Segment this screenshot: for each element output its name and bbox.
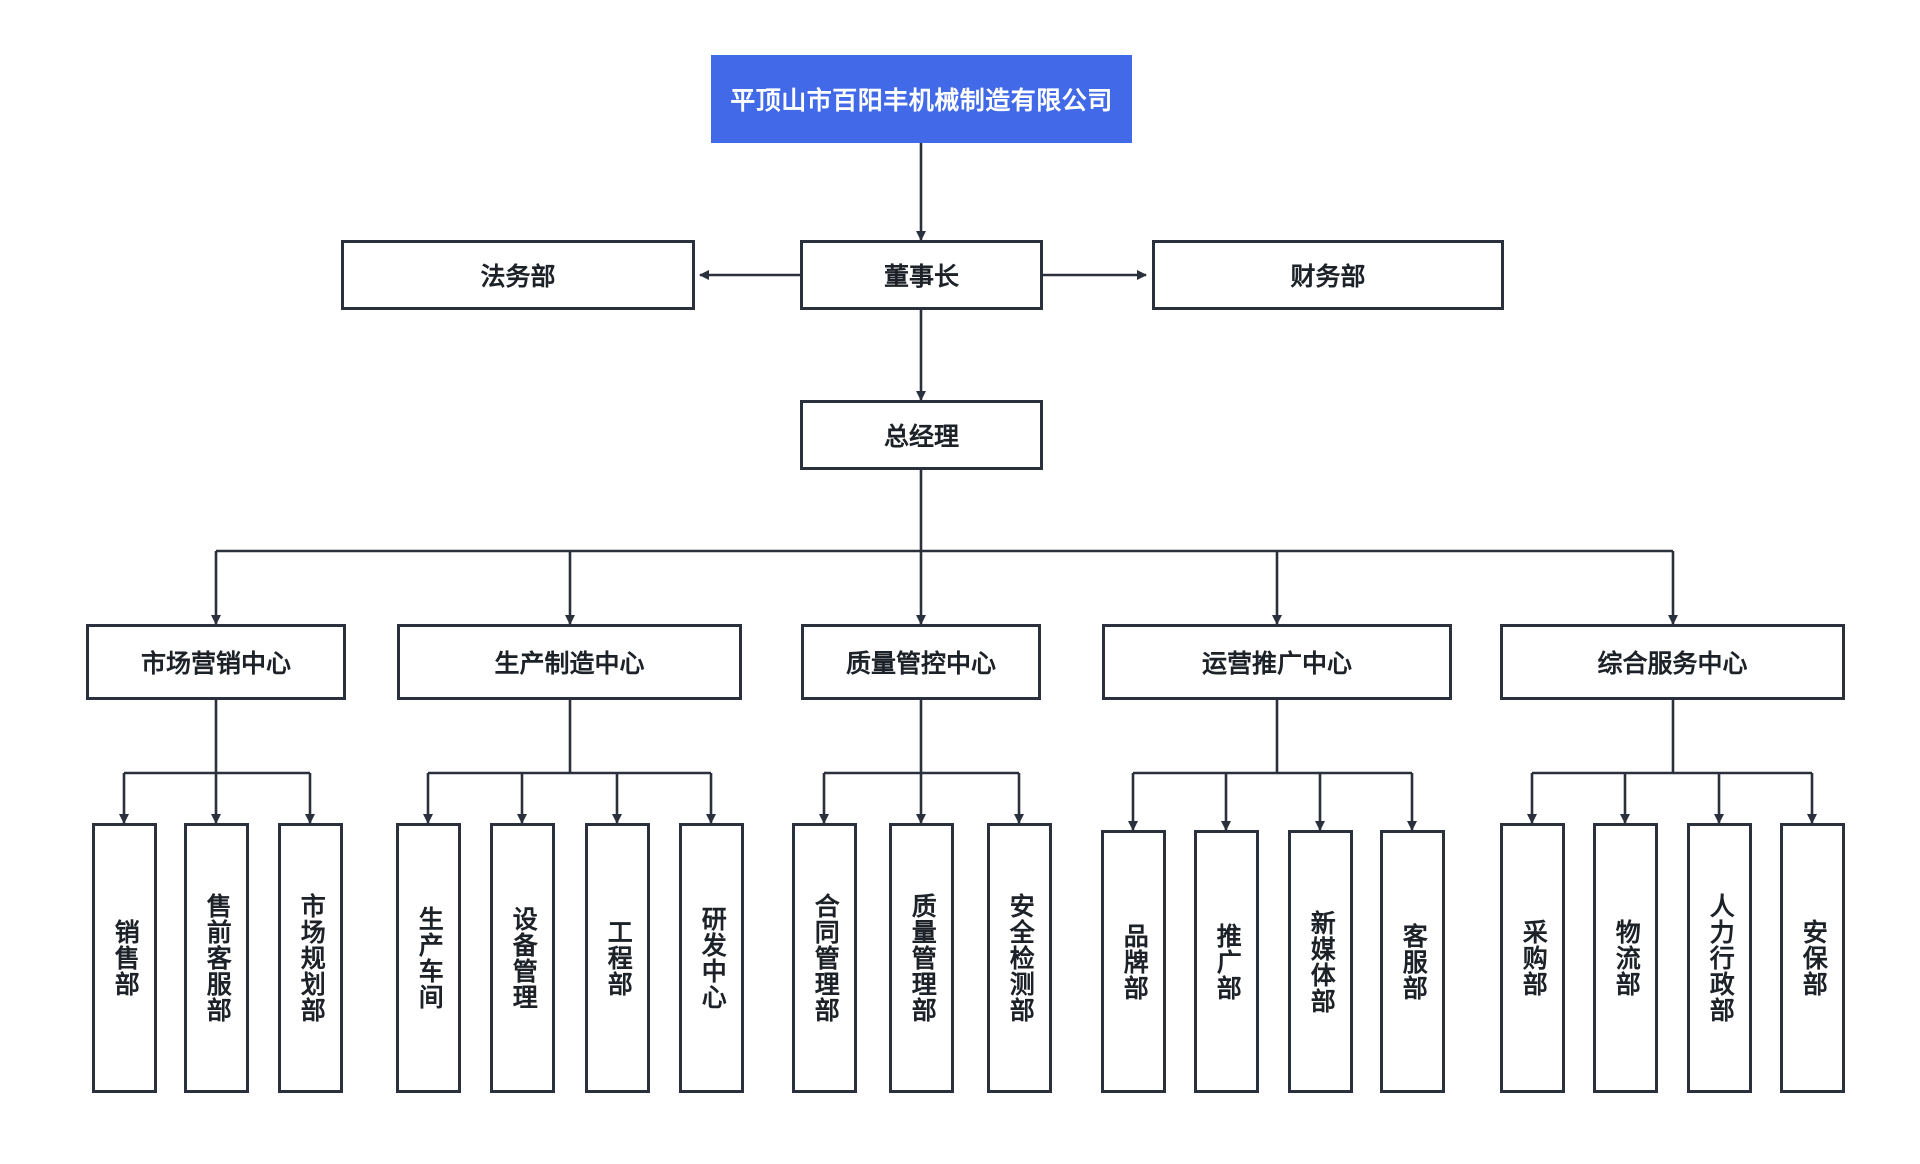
node-dept-promotion[interactable]: 推广部: [1194, 830, 1259, 1093]
node-dept-logistics[interactable]: 物流部: [1593, 823, 1658, 1093]
node-dept-sales-label: 销售部: [111, 919, 140, 997]
node-dept-new-media-label: 新媒体部: [1307, 909, 1336, 1014]
node-center-manufacturing[interactable]: 生产制造中心: [397, 624, 742, 700]
node-center-manufacturing-label: 生产制造中心: [494, 650, 645, 678]
node-dept-promotion-label: 推广部: [1213, 922, 1242, 1001]
node-dept-rnd-center[interactable]: 研发中心: [679, 823, 744, 1093]
node-dept-equipment-management-label: 设备管理: [509, 906, 538, 1010]
node-dept-presales-service-label: 售前客服部: [203, 893, 232, 1023]
node-dept-market-planning-label: 市场规划部: [297, 893, 326, 1023]
node-center-marketing[interactable]: 市场营销中心: [86, 624, 346, 700]
node-dept-brand-label: 品牌部: [1120, 922, 1149, 1001]
node-dept-production-workshop[interactable]: 生产车间: [396, 823, 461, 1093]
node-dept-sales[interactable]: 销售部: [92, 823, 157, 1093]
node-center-operations-label: 运营推广中心: [1201, 650, 1352, 678]
node-center-quality[interactable]: 质量管控中心: [801, 624, 1041, 700]
node-dept-equipment-management[interactable]: 设备管理: [490, 823, 555, 1093]
node-center-general-services-label: 综合服务中心: [1597, 650, 1748, 678]
node-center-general-services[interactable]: 综合服务中心: [1500, 624, 1845, 700]
node-center-operations[interactable]: 运营推广中心: [1102, 624, 1452, 700]
node-chairman-label: 董事长: [883, 263, 959, 291]
node-dept-quality-management-label: 质量管理部: [908, 893, 937, 1023]
node-dept-new-media[interactable]: 新媒体部: [1288, 830, 1353, 1093]
node-dept-production-workshop-label: 生产车间: [415, 906, 444, 1010]
node-center-marketing-label: 市场营销中心: [140, 650, 291, 678]
node-dept-logistics-label: 物流部: [1612, 919, 1641, 997]
node-company-root[interactable]: 平顶山市百阳丰机械制造有限公司: [711, 55, 1132, 143]
node-dept-presales-service[interactable]: 售前客服部: [184, 823, 249, 1093]
node-dept-customer-service[interactable]: 客服部: [1380, 830, 1445, 1093]
node-dept-safety-inspection[interactable]: 安全检测部: [987, 823, 1052, 1093]
node-dept-customer-service-label: 客服部: [1399, 922, 1428, 1001]
node-general-manager[interactable]: 总经理: [800, 400, 1043, 470]
node-dept-engineering[interactable]: 工程部: [585, 823, 650, 1093]
node-dept-quality-management[interactable]: 质量管理部: [889, 823, 954, 1093]
node-chairman[interactable]: 董事长: [800, 240, 1043, 310]
node-legal-department[interactable]: 法务部: [341, 240, 695, 310]
node-general-manager-label: 总经理: [883, 423, 959, 451]
node-company-root-label: 平顶山市百阳丰机械制造有限公司: [730, 87, 1113, 115]
node-dept-contract-management-label: 合同管理部: [811, 893, 840, 1023]
node-dept-rnd-center-label: 研发中心: [698, 906, 727, 1010]
node-dept-safety-inspection-label: 安全检测部: [1006, 893, 1035, 1023]
node-dept-hr-administration-label: 人力行政部: [1706, 893, 1735, 1023]
node-dept-contract-management[interactable]: 合同管理部: [792, 823, 857, 1093]
node-dept-security[interactable]: 安保部: [1780, 823, 1845, 1093]
node-finance-department[interactable]: 财务部: [1152, 240, 1504, 310]
node-dept-procurement[interactable]: 采购部: [1500, 823, 1565, 1093]
node-dept-security-label: 安保部: [1799, 919, 1828, 997]
node-legal-department-label: 法务部: [480, 263, 556, 291]
node-center-quality-label: 质量管控中心: [845, 650, 996, 678]
node-dept-procurement-label: 采购部: [1519, 919, 1548, 997]
node-dept-engineering-label: 工程部: [604, 919, 633, 997]
node-dept-hr-administration[interactable]: 人力行政部: [1687, 823, 1752, 1093]
node-dept-market-planning[interactable]: 市场规划部: [278, 823, 343, 1093]
node-dept-brand[interactable]: 品牌部: [1101, 830, 1166, 1093]
node-finance-department-label: 财务部: [1290, 263, 1366, 291]
